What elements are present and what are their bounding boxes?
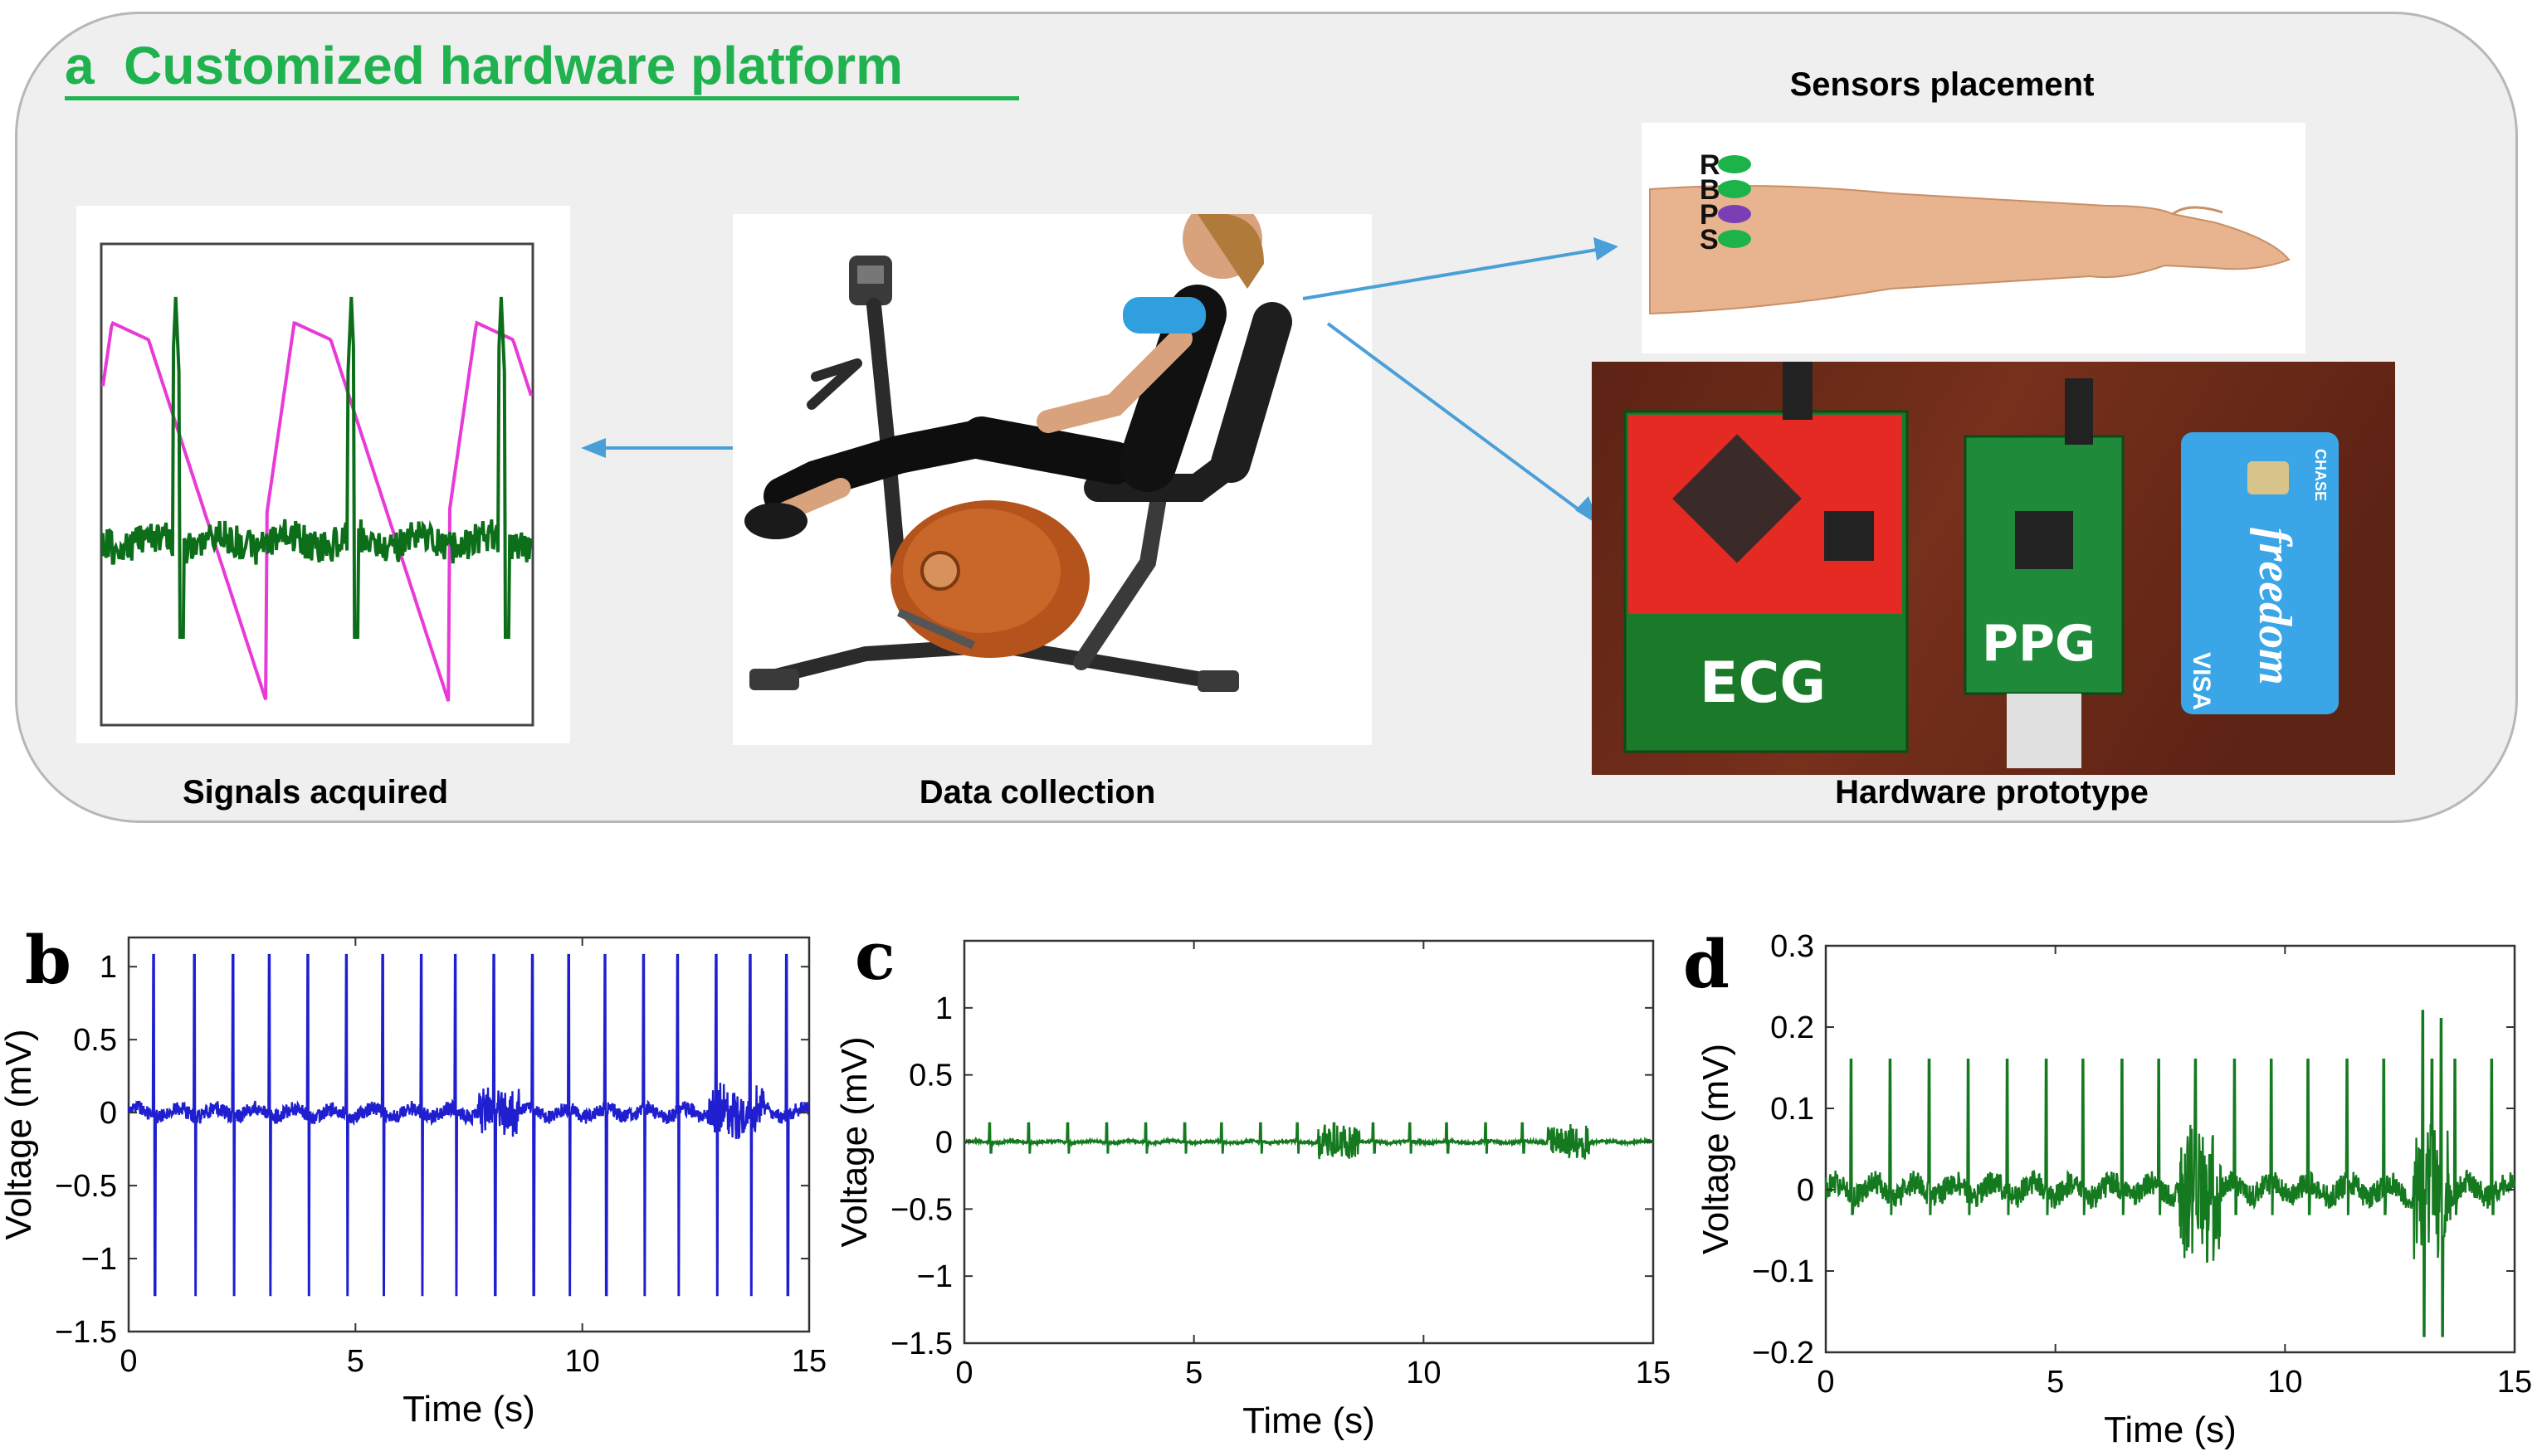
panel-d-letter: d [1683,925,1730,1003]
signals-acquired-plot [100,242,534,727]
chart-d-ytick-label: −0.1 [1752,1254,1814,1289]
caption-signals-acquired: Signals acquired [182,774,449,811]
sensor-letter-p: P [1700,199,1719,231]
ppg-board: PPG [1964,378,2125,768]
data-collection-image [733,214,1372,745]
chart-d-ytick-label: 0.1 [1770,1092,1814,1127]
chart-c-ylabel: Voltage (mV) [834,1036,875,1247]
sensor-electrode-b [1718,180,1751,198]
hardware-prototype-image: ECG PPG freedom VISA CHASE [1592,362,2395,775]
caption-sensors-placement: Sensors placement [1789,66,2095,103]
arrows-to-sensors-and-hardware [1302,237,1618,526]
chart-d-xtick-label: 10 [2267,1365,2302,1400]
chart-d-xlabel: Time (s) [2104,1410,2237,1450]
panel-a-title: a Customized hardware platform [65,35,903,96]
chart-b-ylabel: Voltage (mV) [0,1029,39,1239]
chart-d-ytick-label: −0.2 [1752,1336,1814,1371]
chart-d-ylabel: Voltage (mV) [1695,1044,1736,1254]
chart-d-ytick-label: 0.2 [1770,1010,1814,1045]
signals-acquired-image [76,206,570,743]
signals-plot-frame [100,242,534,727]
card-brand: freedom [2249,528,2300,685]
chart-c-xtick-label: 10 [1406,1356,1441,1390]
chart-c-xtick-label: 15 [1636,1356,1671,1390]
chart-b-ytick-label: 1 [100,950,117,985]
sensor-electrode-r [1718,155,1751,173]
chart-c-ytick-label: 0 [935,1126,953,1161]
chart-b-ytick-label: −1.5 [55,1315,117,1350]
rider-figure [744,214,1264,539]
ppg-board-label: PPG [1982,615,2096,673]
chart-b-ytick-label: −0.5 [55,1169,117,1204]
sensor-letter-r: R [1700,149,1720,181]
chart-d-ytick-label: 0.3 [1770,929,1814,964]
card-bank: CHASE [2312,449,2329,501]
ecg-waveform [101,296,533,639]
chart-d-xtick-label: 0 [1817,1365,1834,1400]
sensor-electrode-s [1718,230,1751,248]
caption-hardware-prototype: Hardware prototype [1835,774,2149,811]
chart-c-ytick-label: 0.5 [909,1059,953,1093]
hardware-photo-illustration: ECG PPG freedom VISA CHASE [1592,362,2395,775]
arm-cuff [1123,297,1206,334]
chart-c-ytick-label: −1 [917,1259,953,1294]
chart-d-ytick-label: 0 [1797,1173,1814,1208]
chart-b-xlabel: Time (s) [403,1389,535,1429]
chart-c-xlabel: Time (s) [1242,1400,1375,1441]
chart-c-ytick-label: 1 [935,991,953,1026]
chart-b-ytick-label: 0 [100,1096,117,1131]
chart-b-ytick-label: −1 [81,1242,117,1277]
chart-b-xtick-label: 15 [792,1344,827,1379]
chart-c-xtick-label: 5 [1185,1356,1203,1390]
chart-b-axes-box [127,936,811,1333]
sensor-electrode-p [1718,205,1751,223]
panel-a-title-text: Customized hardware platform [124,36,903,95]
chart-d-xtick-label: 5 [2047,1365,2064,1400]
recumbent-bike-illustration [744,214,1292,692]
chart-c-ytick-label: −0.5 [890,1192,953,1227]
bike-frame [749,256,1292,692]
chart-d-axes-box [1824,944,2516,1354]
sensor-letter-s: S [1700,224,1719,256]
panel-a-letter: a [65,36,95,95]
chart-b-xtick-label: 5 [347,1344,364,1379]
panel-c-letter: c [855,917,895,995]
chart-d-series-line [1824,1010,2516,1337]
chart-c-xtick-label: 0 [955,1356,973,1390]
chart-b-xtick-label: 0 [120,1344,137,1379]
sensor-letter-b: B [1700,174,1720,206]
chart-b-ytick-label: 0.5 [73,1023,117,1058]
credit-card: freedom VISA CHASE [2181,432,2339,714]
ecg-board-label: ECG [1700,650,1826,716]
chart-b-series-line [127,953,811,1297]
panel-b-letter: b [25,921,71,999]
chart-c-ytick-label: −1.5 [890,1327,953,1361]
chart-d-xtick-label: 15 [2497,1365,2532,1400]
chart-c-series-line [963,1122,1655,1160]
card-network: VISA [2188,652,2215,710]
ecg-board: ECG [1623,362,1909,753]
chart-b-xtick-label: 10 [565,1344,600,1379]
caption-data-collection: Data collection [919,774,1156,811]
panel-a-title-underline [65,96,1019,100]
